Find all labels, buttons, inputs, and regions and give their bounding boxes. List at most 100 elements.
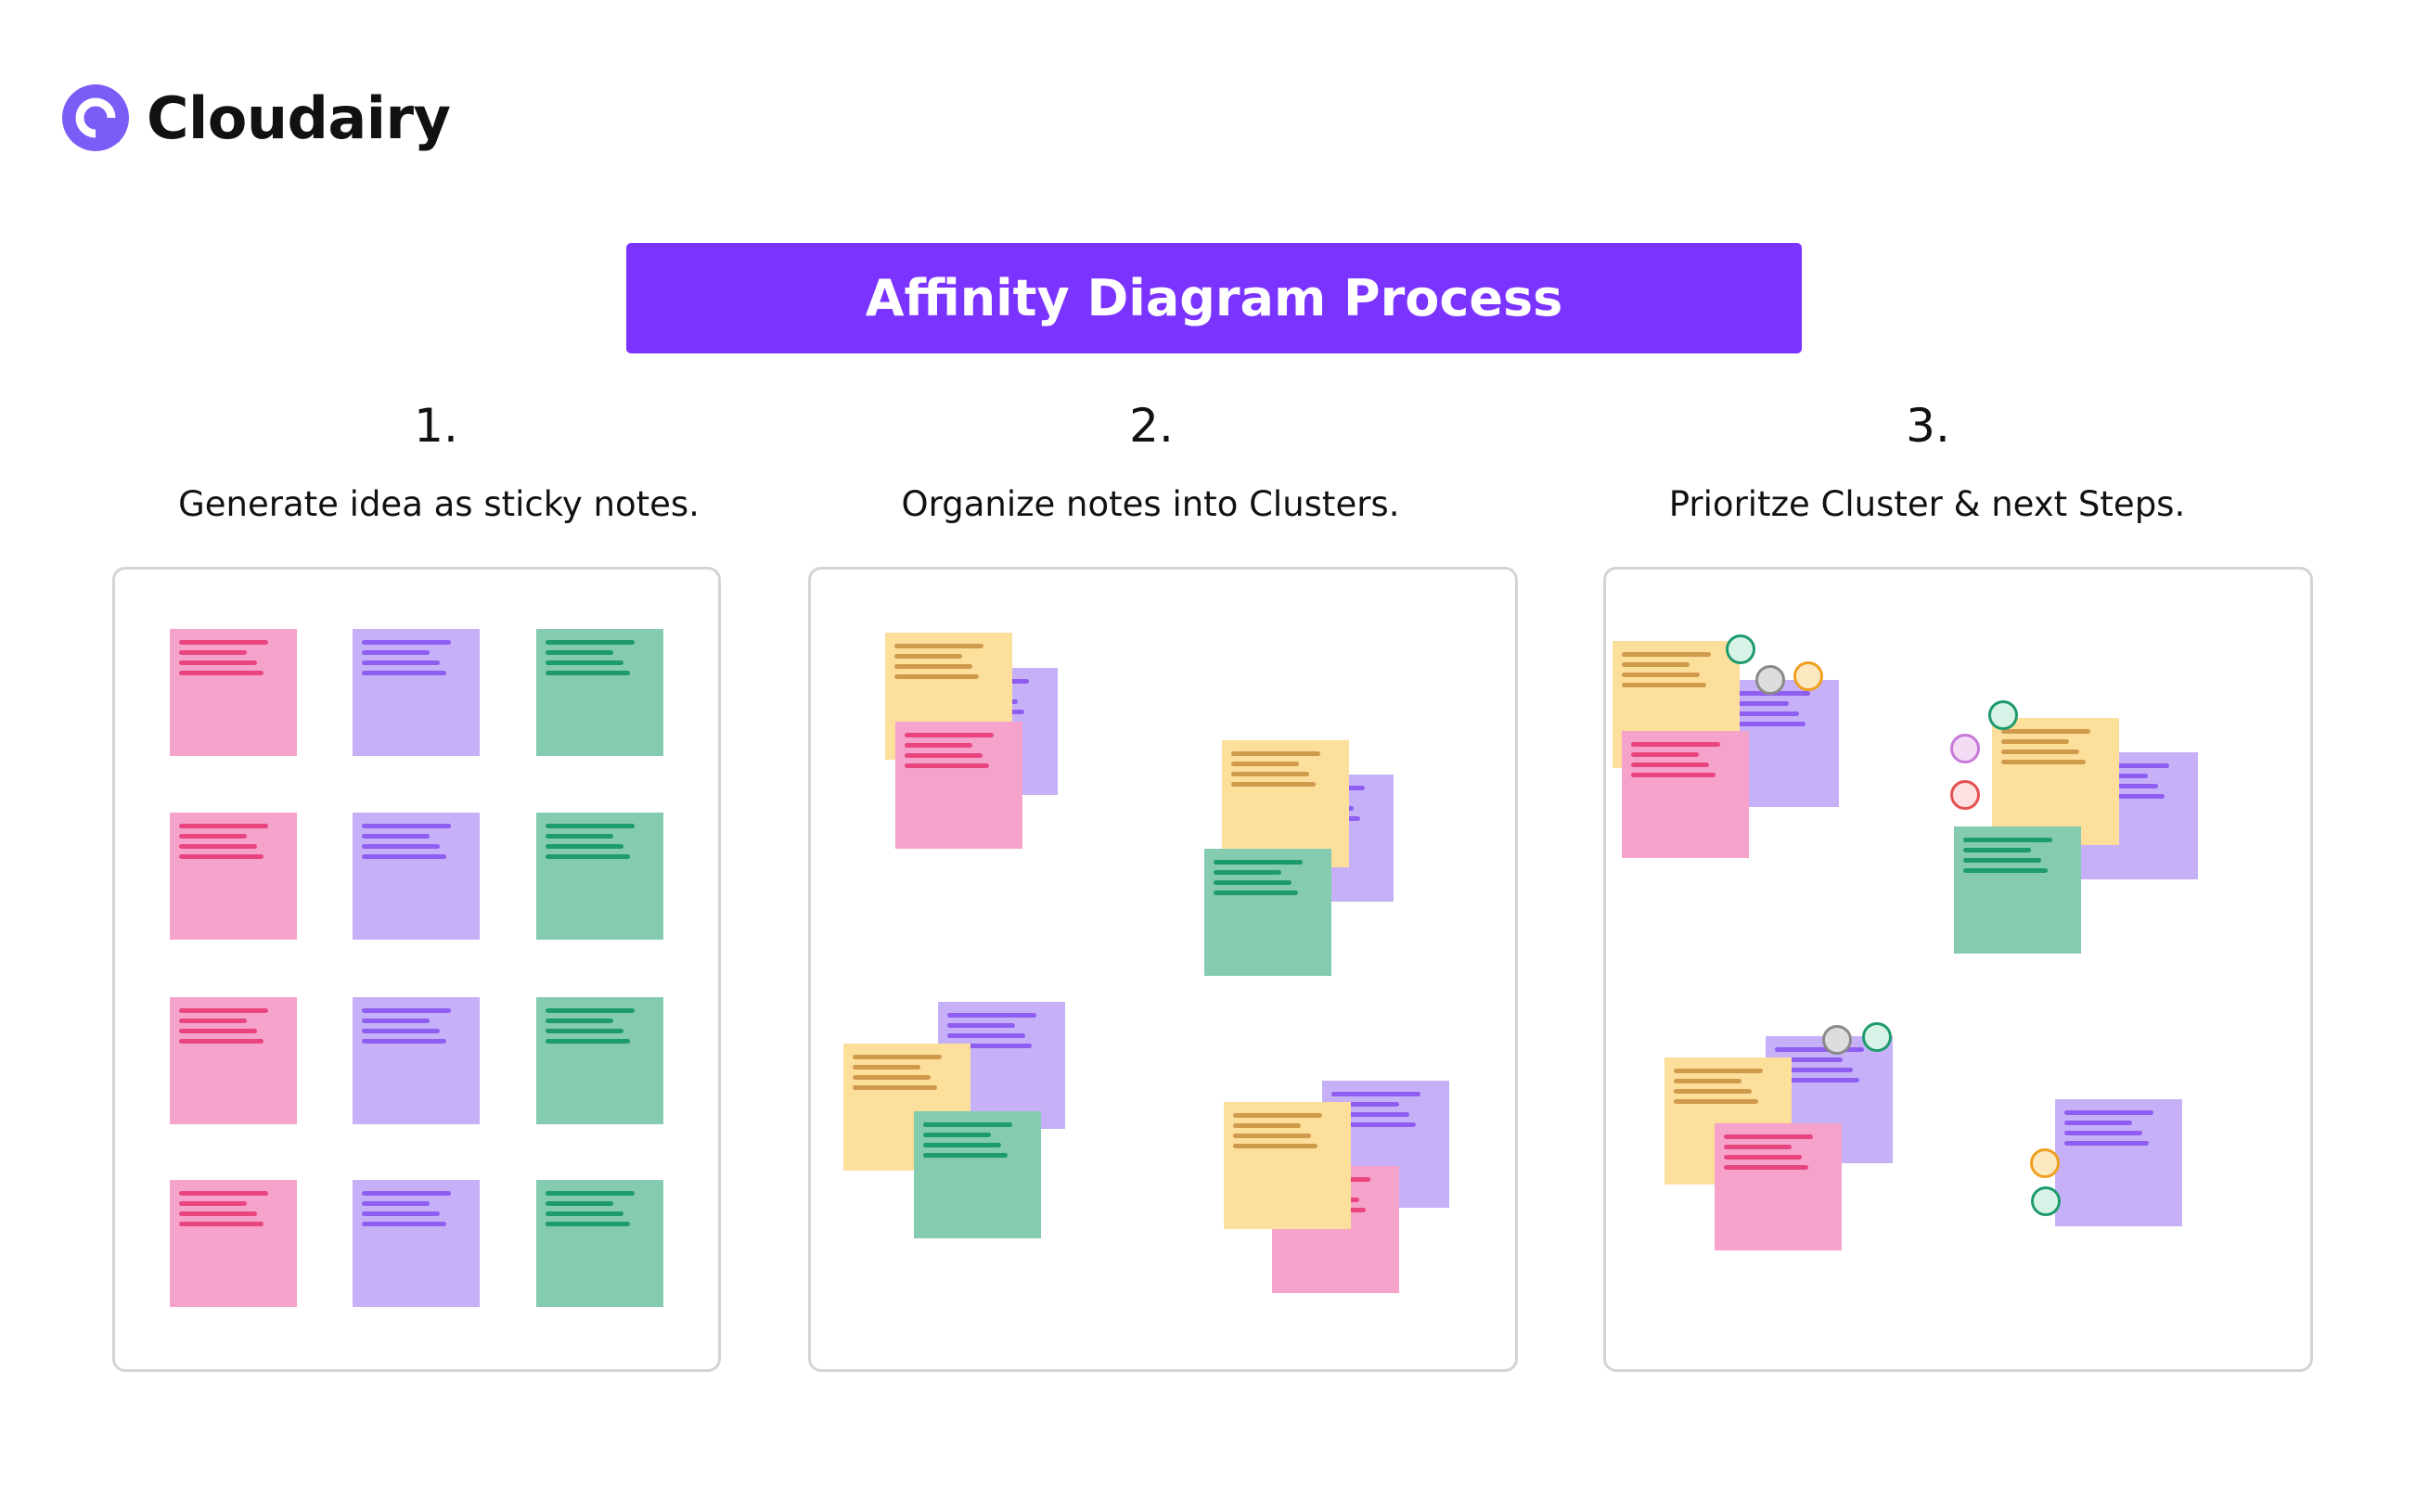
note-text-line [894, 664, 973, 669]
note-text-line [1963, 858, 2042, 863]
pink-sticky-note [895, 722, 1022, 849]
note-text-line [923, 1143, 1002, 1147]
step-1-number: 1. [414, 399, 458, 453]
note-text-line [2064, 1131, 2143, 1135]
note-text-line [546, 1039, 631, 1044]
note-text-line [362, 640, 451, 645]
note-text-line [179, 834, 247, 839]
note-text-line [923, 1122, 1012, 1127]
note-text-line [1214, 880, 1292, 885]
note-text-line [1721, 711, 1800, 716]
note-text-line [1724, 1134, 1813, 1139]
yellow-sticky-note [1222, 740, 1349, 867]
note-text-line [179, 1029, 258, 1033]
note-text-line [546, 1222, 631, 1226]
note-text-line [853, 1055, 942, 1059]
green-vote-dot-icon [1988, 700, 2018, 730]
pink-sticky-note [1715, 1123, 1842, 1250]
note-text-line [1631, 773, 1716, 777]
note-text-line [362, 660, 441, 665]
green-sticky-note [1954, 826, 2081, 954]
pink-sticky-note [1622, 731, 1749, 858]
note-text-line [923, 1133, 991, 1137]
note-text-line [2001, 729, 2090, 734]
step-1-caption: Generate idea as sticky notes. [178, 484, 700, 524]
note-text-line [362, 650, 430, 655]
green-vote-dot-icon [1726, 634, 1755, 664]
yellow-vote-dot-icon [2030, 1148, 2060, 1178]
note-text-line [1214, 870, 1281, 875]
note-text-line [362, 1191, 451, 1196]
note-text-line [546, 824, 635, 828]
green-sticky-note [536, 629, 663, 756]
note-text-line [362, 834, 430, 839]
brand-logo: Cloudairy [58, 80, 451, 156]
note-text-line [179, 650, 247, 655]
step-3-number: 3. [1906, 399, 1950, 453]
title-banner: Affinity Diagram Process [626, 243, 1802, 353]
note-text-line [362, 1008, 451, 1013]
note-text-line [179, 1222, 264, 1226]
note-text-line [2064, 1141, 2150, 1146]
note-text-line [546, 1019, 613, 1023]
purple-sticky-note [353, 997, 480, 1124]
green-sticky-note [536, 813, 663, 940]
note-text-line [1775, 1068, 1854, 1072]
note-text-line [546, 660, 624, 665]
note-text-line [362, 824, 451, 828]
note-text-line [362, 671, 447, 675]
note-text-line [362, 1029, 441, 1033]
yellow-sticky-note [1224, 1102, 1351, 1229]
note-text-line [1231, 751, 1320, 756]
note-text-line [923, 1153, 1009, 1158]
step-2-panel [808, 567, 1518, 1372]
note-text-line [1775, 1057, 1843, 1062]
brand-name: Cloudairy [147, 83, 451, 152]
note-text-line [546, 1029, 624, 1033]
note-text-line [2080, 794, 2165, 799]
purple-sticky-note [2055, 1099, 2182, 1226]
note-text-line [1775, 1078, 1860, 1083]
note-text-line [1724, 1155, 1803, 1160]
pink-sticky-note [170, 813, 297, 940]
note-text-line [546, 834, 613, 839]
note-text-line [2001, 760, 2087, 764]
note-text-line [1331, 1102, 1399, 1107]
note-text-line [546, 1211, 624, 1216]
note-text-line [1963, 868, 2049, 873]
note-text-line [1721, 722, 1806, 726]
note-text-line [947, 1033, 1026, 1038]
note-text-line [362, 1019, 430, 1023]
note-text-line [1963, 848, 2031, 852]
note-text-line [179, 1191, 268, 1196]
note-text-line [179, 640, 268, 645]
note-text-line [1233, 1144, 1318, 1148]
note-text-line [1721, 701, 1789, 706]
note-text-line [905, 763, 990, 768]
note-text-line [1231, 762, 1299, 766]
pink-sticky-note [170, 1180, 297, 1307]
note-text-line [546, 640, 635, 645]
gray-vote-dot-icon [1755, 665, 1785, 695]
note-text-line [1674, 1099, 1759, 1104]
note-text-line [179, 1039, 264, 1044]
note-text-line [947, 1044, 1033, 1048]
green-vote-dot-icon [2031, 1186, 2061, 1216]
note-text-line [1622, 652, 1711, 657]
note-text-line [894, 644, 983, 648]
note-text-line [362, 854, 447, 859]
note-text-line [179, 844, 258, 849]
note-text-line [179, 854, 264, 859]
note-text-line [947, 1023, 1015, 1028]
note-text-line [2001, 739, 2069, 744]
note-text-line [894, 654, 962, 659]
note-text-line [1724, 1165, 1809, 1170]
note-text-line [1674, 1079, 1741, 1083]
note-text-line [1231, 772, 1310, 776]
note-text-line [2080, 763, 2169, 768]
note-text-line [546, 854, 631, 859]
note-text-line [546, 1201, 613, 1206]
note-text-line [1231, 782, 1317, 787]
note-text-line [1631, 742, 1720, 747]
green-sticky-note [1204, 849, 1331, 976]
